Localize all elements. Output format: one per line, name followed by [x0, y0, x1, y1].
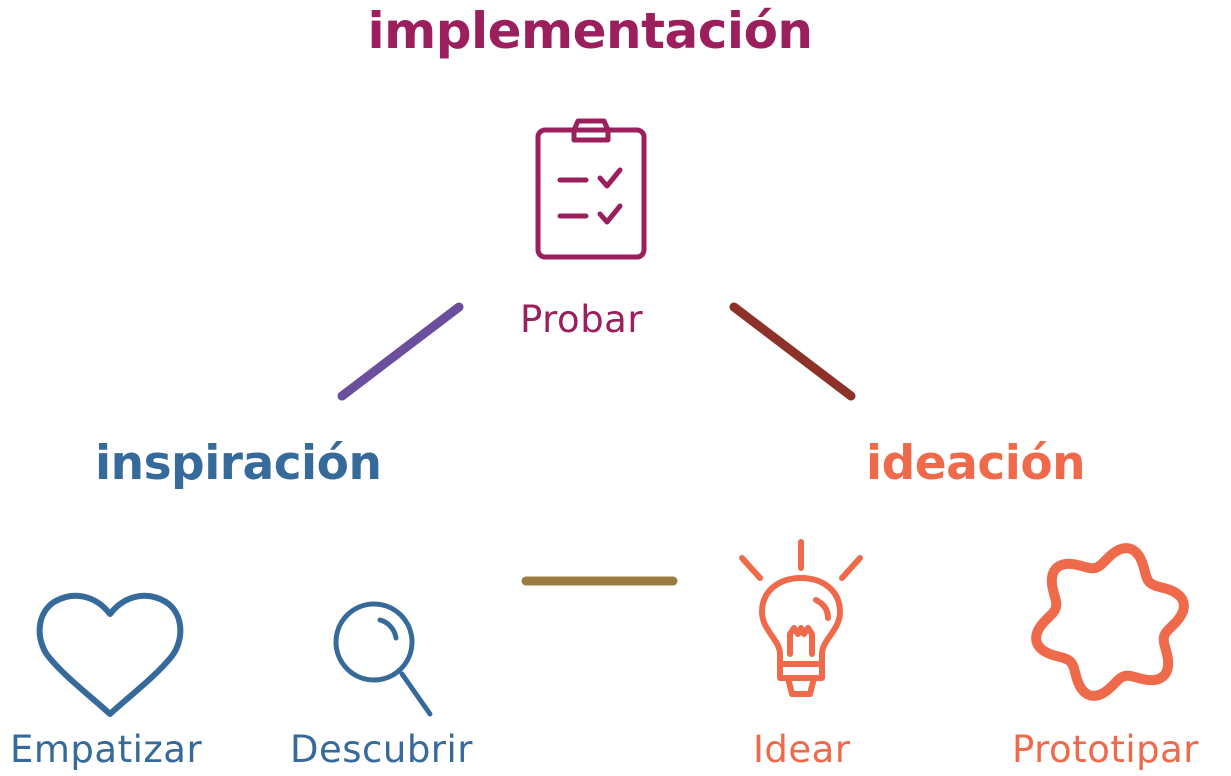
connector-implementation-ideation	[729, 302, 856, 401]
step-label-prototipar: Prototipar	[1012, 728, 1200, 771]
step-label-idear: Idear	[753, 728, 851, 771]
step-label-probar: Probar	[520, 298, 644, 341]
lightbulb-icon	[739, 539, 863, 697]
clipboard-checklist-icon	[535, 118, 647, 260]
phase-title-ideation: ideación	[866, 436, 1086, 491]
phase-title-implementation: implementación	[367, 2, 813, 60]
step-label-empatizar: Empatizar	[10, 728, 203, 771]
phase-title-inspiration: inspiración	[95, 436, 382, 491]
step-label-descubrir: Descubrir	[290, 728, 474, 771]
magnifier-icon	[333, 601, 433, 717]
connector-inspiration-implementation	[337, 302, 464, 401]
cog-outline-icon	[1031, 543, 1189, 701]
heart-icon	[36, 592, 184, 717]
